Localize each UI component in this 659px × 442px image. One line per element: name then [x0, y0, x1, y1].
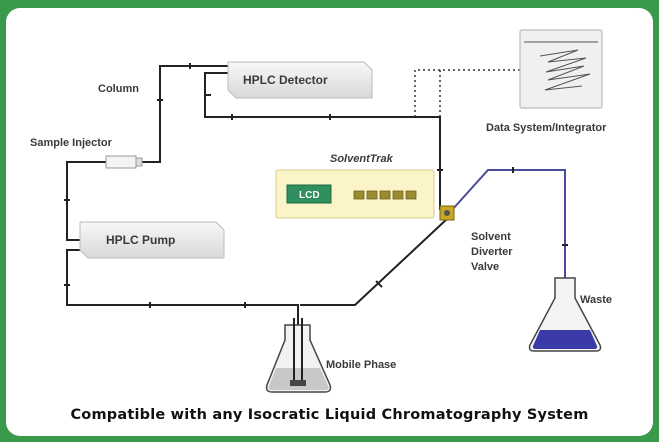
valve-label-line3: Valve: [471, 261, 499, 273]
hplc-pump: HPLC Pump: [79, 221, 225, 259]
waste-label: Waste: [580, 294, 612, 306]
tube-reservoir-to-pump: [66, 249, 299, 326]
solventtrak-buttons: [353, 190, 417, 200]
tube-valve-to-reservoir: [300, 217, 449, 306]
column-label: Column: [98, 83, 139, 95]
valve-label-line1: Solvent: [471, 231, 511, 243]
hplc-pump-label: HPLC Pump: [106, 233, 175, 247]
chromatogram-icon: [539, 49, 591, 91]
tubing-ticks: [64, 63, 568, 308]
valve-label-line2: Diverter: [471, 246, 513, 258]
hplc-detector-label: HPLC Detector: [243, 73, 328, 87]
lcd-display: [286, 184, 332, 204]
lcd-label: LCD: [299, 190, 320, 201]
solventtrak-title: SolventTrak: [330, 153, 394, 165]
flask-icon: [528, 277, 602, 352]
sample-injector: [105, 155, 143, 169]
beaker-icon: [265, 318, 332, 393]
hplc-detector: HPLC Detector: [227, 61, 373, 99]
sample-injector-label: Sample Injector: [30, 137, 113, 149]
mobile-phase-label: Mobile Phase: [326, 359, 396, 371]
caption: Compatible with any Isocratic Liquid Chr…: [70, 407, 589, 423]
signal-line-detector: [414, 69, 520, 117]
data-system-integrator: [519, 29, 603, 109]
tube-valve-to-waste: [451, 169, 566, 290]
tube-injector-to-column: [134, 65, 232, 163]
data-system-label: Data System/Integrator: [486, 122, 607, 134]
valve-icon: [439, 205, 455, 221]
solventtrak-unit: LCD: [275, 169, 435, 219]
